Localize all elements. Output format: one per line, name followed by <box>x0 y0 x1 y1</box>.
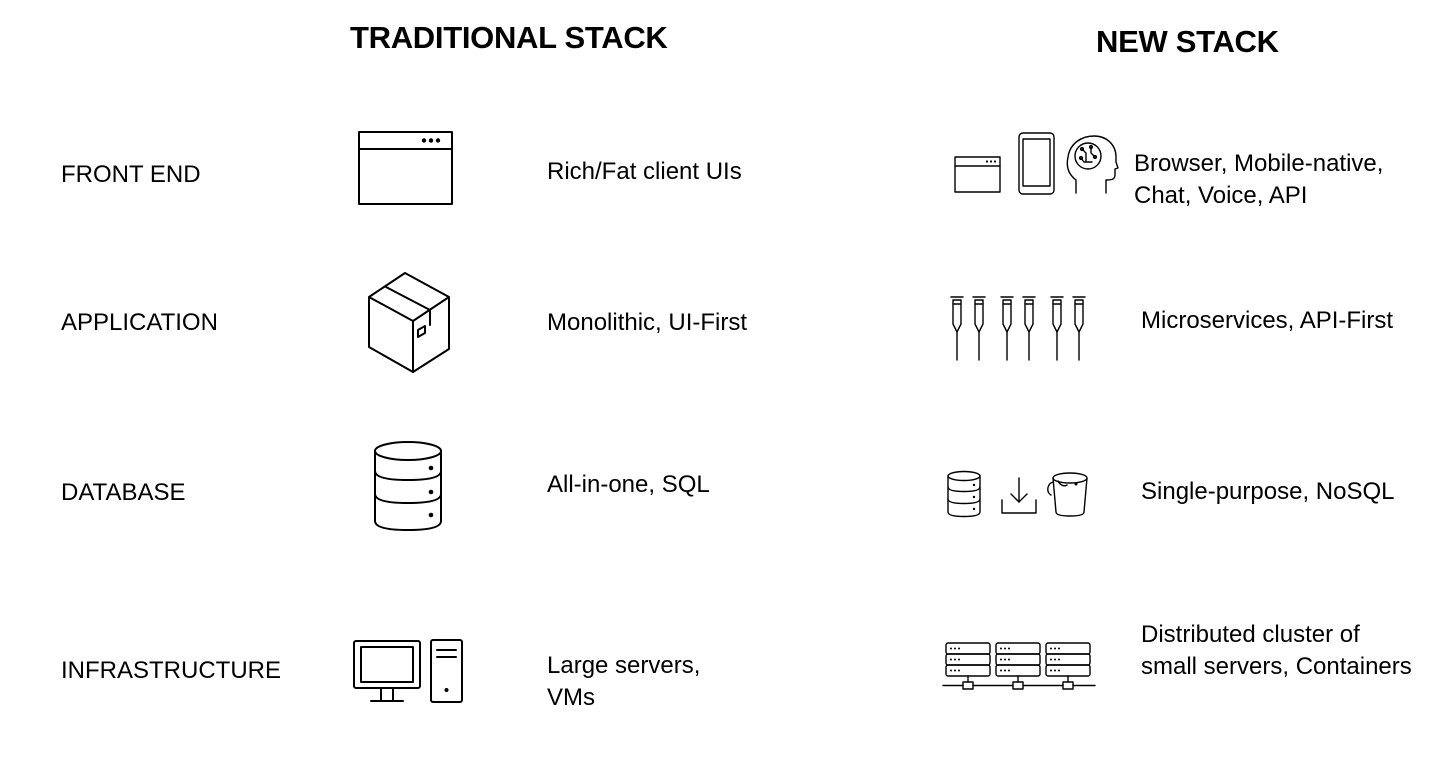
traditional-front-end-description: Rich/Fat client UIs <box>547 158 742 185</box>
server-cluster-icon <box>942 642 1096 690</box>
new-stack-heading: NEW STACK <box>1096 24 1279 59</box>
new-database-description: Single-purpose, NoSQL <box>1141 478 1395 505</box>
desktop-computer-icon <box>353 640 421 702</box>
download-tray-icon <box>1001 477 1037 514</box>
browser-window-icon <box>954 156 1001 193</box>
traditional-application-description: Monolithic, UI-First <box>547 309 748 336</box>
bucket-icon <box>1047 472 1088 517</box>
traditional-database-description: All-in-one, SQL <box>547 471 710 498</box>
container-pods-icon <box>950 296 1086 361</box>
traditional-infrastructure-description: Large servers, VMs <box>547 652 701 711</box>
layer-label-database: DATABASE <box>61 479 186 506</box>
database-icon <box>374 441 442 531</box>
layer-label-infrastructure: INFRASTRUCTURE <box>61 657 281 684</box>
new-infrastructure-description: Distributed cluster of small servers, Co… <box>1141 621 1412 680</box>
new-application-description: Microservices, API-First <box>1141 307 1394 334</box>
traditional-stack-heading: TRADITIONAL STACK <box>350 20 668 55</box>
browser-window-icon <box>358 131 453 205</box>
database-icon <box>947 470 981 518</box>
layer-label-application: APPLICATION <box>61 309 218 336</box>
box-icon <box>368 272 450 373</box>
server-tower-icon <box>430 639 463 703</box>
new-front-end-description: Browser, Mobile-native, Chat, Voice, API <box>1134 150 1384 209</box>
mobile-phone-icon <box>1018 132 1055 195</box>
ai-head-icon <box>1066 135 1119 194</box>
layer-label-front-end: FRONT END <box>61 161 201 188</box>
